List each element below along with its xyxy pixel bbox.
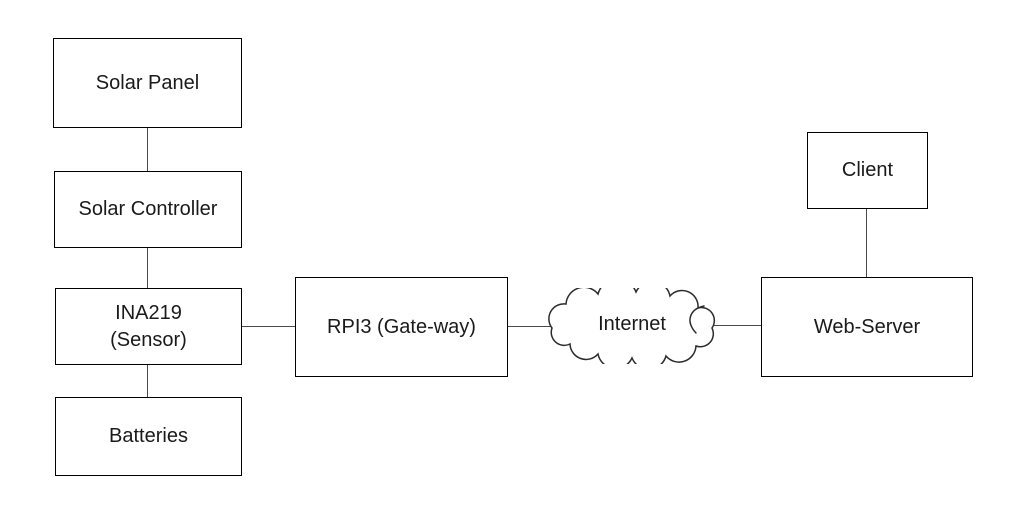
- connector-internet-webserver: [711, 325, 762, 327]
- cloud-icon: [548, 288, 716, 364]
- node-solar-controller: Solar Controller: [54, 171, 242, 248]
- connector-ina219-batteries: [147, 364, 149, 398]
- connector-client-webserver: [866, 208, 868, 278]
- connector-rpi3-internet: [507, 326, 552, 328]
- node-label-solar-panel: Solar Panel: [95, 71, 200, 94]
- node-label-internet: Internet: [598, 312, 666, 335]
- node-label-ina219-line1: INA219: [115, 302, 182, 325]
- node-internet-cloud: Internet: [544, 288, 720, 364]
- connector-ina219-rpi3: [241, 326, 296, 328]
- connector-solarcontroller-ina219: [147, 248, 149, 289]
- connector-solarpanel-solarcontroller: [147, 128, 149, 172]
- node-label-batteries: Batteries: [109, 425, 188, 448]
- node-ina219-sensor: INA219 (Sensor): [55, 288, 242, 365]
- node-label-ina219-line2: (Sensor): [110, 328, 187, 351]
- node-label-rpi3-gateway: RPI3 (Gate-way): [327, 315, 476, 338]
- node-client: Client: [807, 132, 928, 209]
- node-label-web-server: Web-Server: [813, 315, 921, 338]
- node-label-solar-controller: Solar Controller: [78, 198, 218, 221]
- node-rpi3-gateway: RPI3 (Gate-way): [295, 277, 508, 377]
- node-solar-panel: Solar Panel: [53, 38, 242, 128]
- node-batteries: Batteries: [55, 397, 242, 476]
- node-label-client: Client: [841, 159, 894, 182]
- node-web-server: Web-Server: [761, 277, 973, 377]
